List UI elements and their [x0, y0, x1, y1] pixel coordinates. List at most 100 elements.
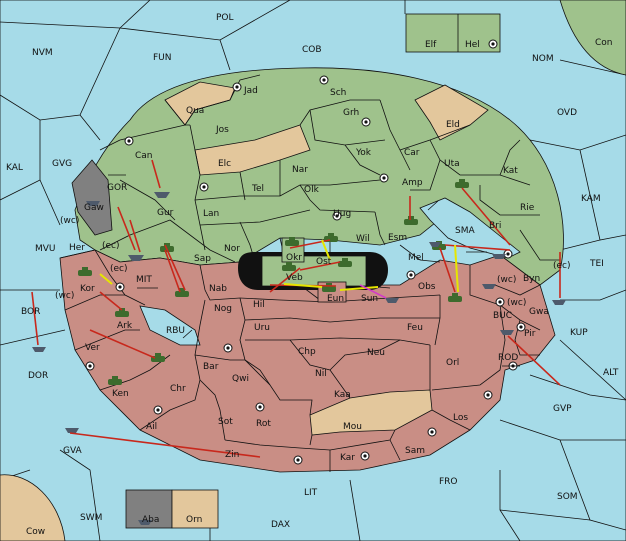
label-amp: Amp [402, 178, 423, 188]
label-sam: Sam [405, 446, 425, 456]
label-sot: Sot [218, 417, 233, 427]
fleet-unit-icon[interactable] [138, 520, 152, 525]
label-wil: Wil [356, 234, 370, 244]
supply-center-icon [85, 361, 95, 371]
army-unit-icon[interactable] [282, 262, 296, 271]
label-chp: Chp [298, 347, 316, 357]
label-grh: Grh [343, 108, 359, 118]
label-qwi: Qwi [232, 374, 249, 384]
label-ovd: OVD [557, 108, 577, 118]
label-cow: Cow [26, 527, 45, 537]
connection-arrows [108, 174, 520, 367]
label-car: Car [404, 148, 420, 158]
label-bor: BOR [21, 307, 40, 317]
supply-center-icon [255, 402, 265, 412]
label-neu: Neu [367, 348, 385, 358]
label-bar: Bar [203, 362, 219, 372]
label-uta: Uta [444, 159, 460, 169]
supply-center-icon [516, 322, 526, 332]
continent [59, 67, 564, 473]
label-chr: Chr [170, 384, 186, 394]
label-byn: Byn [523, 274, 540, 284]
fleet-unit-icon[interactable] [482, 284, 496, 289]
sea-rbu [139, 305, 201, 346]
label-tei: TEI [589, 259, 604, 269]
label-gaw: Gaw [84, 203, 104, 213]
label-nom: NOM [532, 54, 554, 64]
supply-center-icon [319, 75, 329, 85]
label-nvm: NVM [32, 48, 53, 58]
supply-center-icon [115, 282, 125, 292]
move-orders [31, 159, 561, 458]
label-gvg: GVG [52, 159, 72, 169]
label-coast-wc: (wc) [507, 298, 526, 308]
fleet-unit-icon[interactable] [65, 428, 79, 433]
army-unit-icon[interactable] [448, 293, 462, 302]
label-bri: Bri [489, 221, 501, 231]
supply-center-icon [379, 173, 389, 183]
label-uru: Uru [254, 323, 270, 333]
army-unit-icon[interactable] [285, 237, 299, 246]
label-kaa: Kaa [334, 390, 351, 400]
label-zin: Zin [225, 450, 239, 460]
army-unit-icon[interactable] [175, 288, 189, 297]
fleet-unit-icon[interactable] [492, 254, 506, 259]
fleet-unit-icon[interactable] [32, 347, 46, 352]
army-unit-icon[interactable] [455, 179, 469, 188]
label-tel: Tel [251, 184, 264, 194]
army-unit-icon[interactable] [322, 283, 336, 292]
army-unit-icon[interactable] [78, 267, 92, 276]
label-lan: Lan [203, 209, 219, 219]
label-gor: GOR [107, 183, 127, 193]
label-jos: Jos [215, 125, 229, 135]
label-hil: Hil [253, 300, 265, 310]
label-mvu: MVU [35, 244, 56, 254]
army-unit-icon[interactable] [338, 258, 352, 267]
label-kam: KAM [581, 194, 601, 204]
label-rot: Rot [256, 419, 271, 429]
supply-center-icon [332, 211, 342, 221]
label-hel: Hel [465, 40, 480, 50]
label-orl: Orl [446, 358, 459, 368]
label-jad: Jad [243, 86, 258, 96]
fleet-unit-icon[interactable] [128, 255, 144, 261]
fleet-unit-icon[interactable] [86, 201, 100, 206]
label-eun: Eun [327, 294, 344, 304]
label-sun: Sun [361, 294, 378, 304]
label-mel: Mel [408, 253, 424, 263]
label-coast-ec: (ec) [102, 241, 120, 251]
label-gvp: GVP [553, 404, 572, 414]
label-can: Can [135, 151, 153, 161]
label-nar: Nar [292, 165, 308, 175]
fleet-unit-icon[interactable] [429, 242, 441, 247]
label-eld: Eld [446, 120, 460, 130]
label-ken: Ken [112, 389, 129, 399]
label-nor: Nor [224, 244, 240, 254]
label-elc: Elc [218, 159, 231, 169]
fleet-unit-icon[interactable] [500, 330, 514, 335]
army-unit-icon[interactable] [108, 376, 122, 385]
sea-sma [419, 197, 521, 259]
label-elf: Elf [425, 40, 437, 50]
label-aba: Aba [142, 515, 159, 525]
fleet-unit-icon[interactable] [552, 300, 566, 305]
fleet-unit-icon[interactable] [385, 298, 399, 303]
region-elf-hel-box [405, 13, 501, 53]
army-unit-icon[interactable] [404, 216, 418, 225]
label-sch: Sch [330, 88, 346, 98]
label-kat: Kat [503, 166, 518, 176]
label-pir: Pir [524, 329, 536, 339]
fleet-unit-icon[interactable] [154, 192, 170, 198]
label-obs: Obs [418, 282, 436, 292]
supply-center-icon [153, 405, 163, 415]
label-alt: ALT [603, 368, 619, 378]
label-veb: Veb [286, 273, 303, 283]
label-gwa: Gwa [529, 307, 549, 317]
region-labels: POL FUN COB NVM NOM Con Elf Hel OVD KAL … [6, 13, 619, 537]
label-kor: Kor [80, 284, 95, 294]
label-yok: Yok [355, 148, 372, 158]
label-cob: COB [302, 45, 322, 55]
region-elc [194, 124, 311, 176]
